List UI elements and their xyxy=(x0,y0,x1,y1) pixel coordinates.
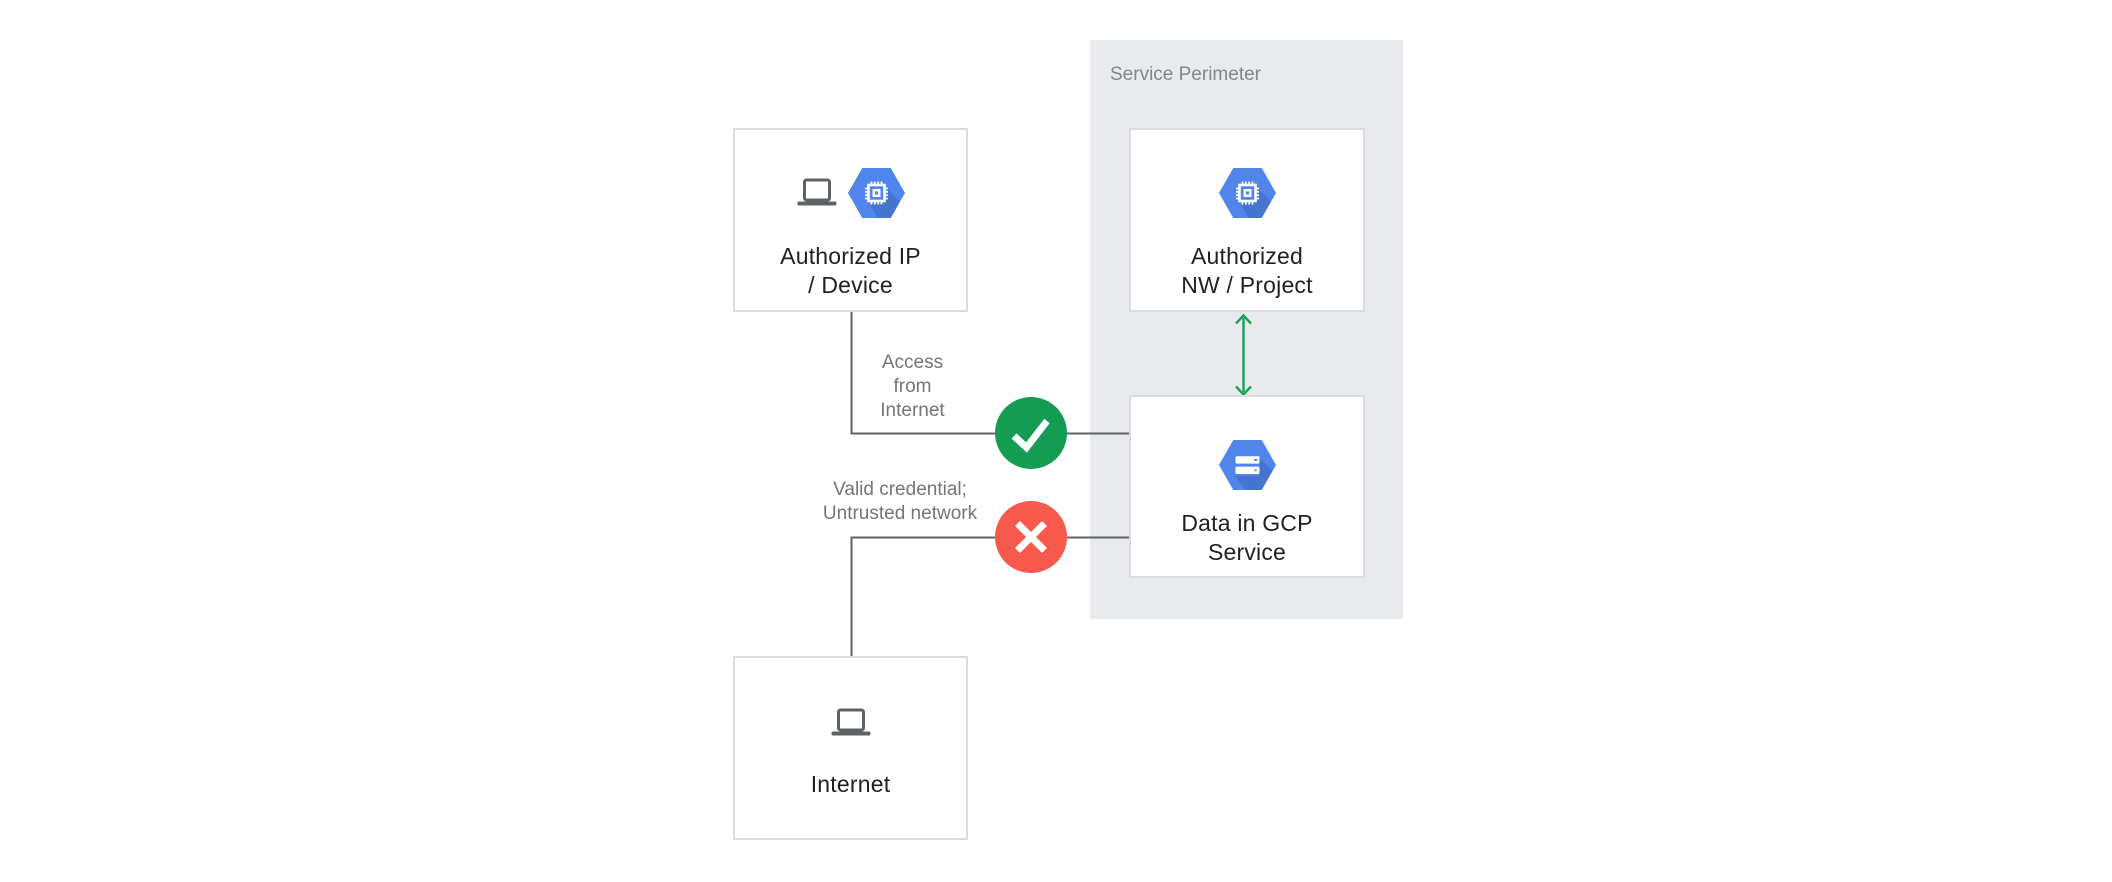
node-label-internet: Internet xyxy=(810,771,891,797)
node-data-in-gcp-service: Data in GCP Service xyxy=(1129,395,1365,578)
check-icon xyxy=(1011,418,1050,453)
node-authorized-ip-device: Authorized IP / Device xyxy=(733,128,968,312)
node-icon-row xyxy=(1131,168,1363,218)
node-internet: Internet xyxy=(733,656,968,840)
edge-label-valid-credential-untrusted-network: Valid credential; Untrusted network xyxy=(822,479,978,524)
service-perimeter-label: Service Perimeter xyxy=(1110,64,1261,85)
compute-engine-hexagon-icon xyxy=(847,168,905,218)
compute-engine-hexagon-icon xyxy=(1218,168,1276,218)
denied-connector-line xyxy=(850,536,1129,656)
node-label-authorized-nw-project: Authorized NW / Project xyxy=(1181,243,1313,298)
node-label-data-in-gcp-service: Data in GCP Service xyxy=(1181,510,1313,565)
storage-hexagon-icon xyxy=(1218,440,1276,490)
allowed-status-badge xyxy=(995,397,1067,469)
laptop-icon xyxy=(831,708,870,736)
laptop-icon xyxy=(797,178,836,206)
node-icon-row xyxy=(735,708,966,738)
denied-status-badge xyxy=(995,501,1067,573)
node-authorized-nw-project: Authorized NW / Project xyxy=(1129,128,1365,312)
node-label-authorized-ip-device: Authorized IP / Device xyxy=(780,243,921,298)
node-icon-row xyxy=(735,168,966,218)
x-icon xyxy=(1015,521,1047,553)
edge-label-access-from-internet: Access from Internet xyxy=(880,352,945,421)
node-icon-row xyxy=(1131,440,1363,490)
